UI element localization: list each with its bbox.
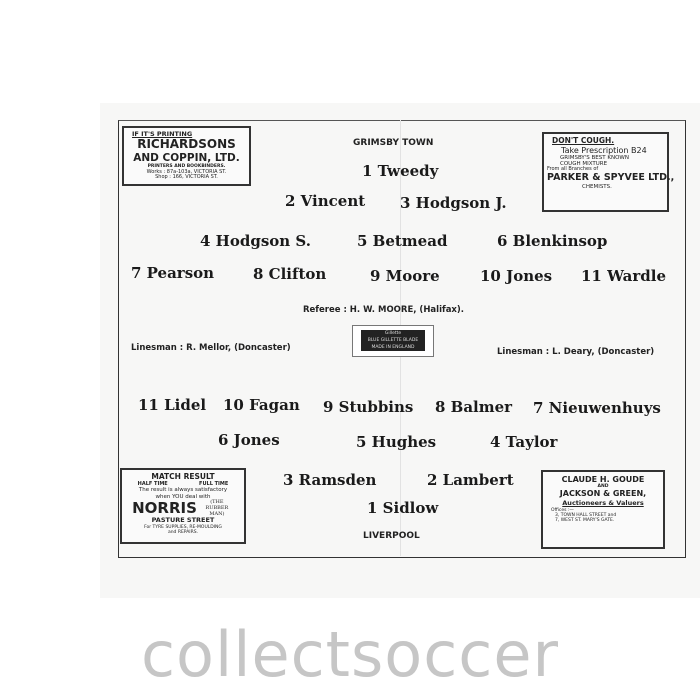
ad-line: AND [597,484,609,490]
norris-ad: MATCH RESULT HALF TIME FULL TIME The resu… [120,468,246,544]
away-team-name: LIVERPOOL [363,531,420,541]
richardsons-ad: IF IT'S PRINTING RICHARDSONS AND COPPIN,… [122,126,251,186]
away-player: 10 Fagan [223,396,300,414]
blade-brand: Gillette [384,331,402,336]
ad-line: From all Branches of [547,166,599,173]
home-player: 11 Wardle [581,267,666,285]
ad-line: when YOU deal with [155,493,211,500]
ad-line: Works : 87a-103a, VICTORIA ST. [146,168,227,175]
parker-spyvee-ad: DON'T COUGH. Take Prescription B24 GRIMS… [542,132,675,212]
ad-line: (THE RUBBER MAN) [205,499,229,517]
home-team-name: GRIMSBY TOWN [353,138,434,148]
home-player: 2 Vincent [285,192,366,210]
ad-full-time: FULL TIME [199,480,229,487]
away-player: 5 Hughes [356,433,437,451]
away-player: 4 Taylor [490,433,558,451]
linesman-left: Linesman : R. Mellor, (Doncaster) [131,343,291,353]
ad-half-time: HALF TIME [137,480,168,487]
blade-text: BLUE GILLETTE BLADE [367,338,419,343]
ad-line: PASTURE STREET [151,516,215,525]
home-player: 7 Pearson [131,264,215,282]
ad-line: 3, TOWN HALL STREET and [555,513,617,519]
page-border [118,120,686,558]
home-player: 4 Hodgson S. [200,232,311,250]
ad-line: AND COPPIN, LTD. [133,152,240,165]
away-player: 6 Jones [218,431,280,449]
ad-line: CLAUDE H. GOUDE [561,475,645,484]
ad-line: Shop : 166, VICTORIA ST. [155,174,218,181]
watermark: collectsoccer [140,618,560,691]
ad-line: PRINTERS AND BOOKBINDERS. [147,164,226,170]
away-player: 1 Sidlow [367,499,439,517]
ad-line: JACKSON & GREEN, [559,489,647,499]
ad-line: RICHARDSONS [137,137,236,152]
home-player: 5 Betmead [357,232,448,250]
ad-line: PARKER & SPYVEE LTD., [547,172,675,184]
away-player: 8 Balmer [435,398,513,416]
ad-line: DON'T COUGH. [552,136,615,145]
home-player: 9 Moore [370,267,440,285]
linesman-right: Linesman : L. Deary, (Doncaster) [497,347,655,357]
ad-line: CHEMISTS. [582,184,612,191]
home-player: 1 Tweedy [362,162,439,180]
home-player: 8 Clifton [253,265,327,283]
ad-line: Offices :— [551,508,574,514]
ad-line: and REPAIRS. [167,529,199,535]
away-player: 2 Lambert [427,471,514,489]
goude-ad: CLAUDE H. GOUDE AND JACKSON & GREEN, Auc… [541,470,665,549]
home-player: 3 Hodgson J. [400,194,507,212]
home-player: 6 Blenkinsop [497,232,608,250]
ad-line: IF IT'S PRINTING [132,130,193,138]
home-player: 10 Jones [480,267,553,285]
ad-line: GRIMSBY'S BEST KNOWN [560,154,629,161]
blade-origin: MADE IN ENGLAND [371,345,415,350]
razor-blade-icon: Gillette BLUE GILLETTE BLADE MADE IN ENG… [361,330,425,351]
gillette-blade-ad: Gillette BLUE GILLETTE BLADE MADE IN ENG… [352,325,434,357]
referee: Referee : H. W. MOORE, (Halifax). [303,305,465,315]
ad-line: Auctioneers & Valuers [562,498,644,507]
ad-line: 7, WEST ST. MARY'S GATE. [555,518,615,524]
ad-norris: NORRIS [132,499,197,517]
ad-line: The result is always satisfactory [138,487,228,494]
away-player: 7 Nieuwenhuys [533,399,661,417]
ad-line: MATCH RESULT [151,472,215,481]
ad-line: For TYRE SUPPLIES, RE-MOULDING [144,524,222,530]
ad-line: COUGH MIXTURE [560,161,608,168]
away-player: 3 Ramsden [283,471,377,489]
away-player: 11 Lidel [138,396,207,414]
ad-line: Take Prescription B24 [561,145,647,155]
away-player: 9 Stubbins [323,398,414,416]
